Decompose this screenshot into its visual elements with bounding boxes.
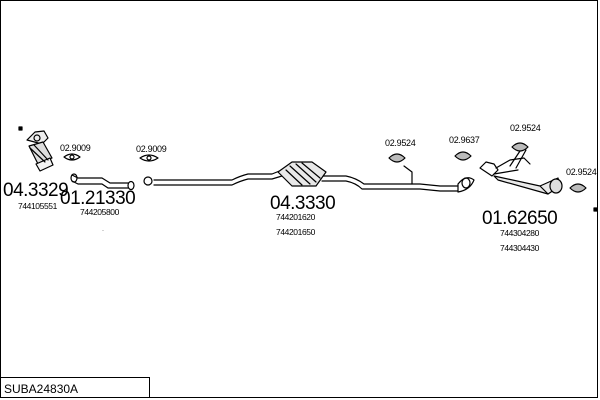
joint-ring bbox=[143, 176, 153, 186]
center-catalytic-converter bbox=[277, 161, 327, 187]
reference-number: 744201620 bbox=[276, 212, 315, 222]
fitting-label: 02.9524 bbox=[510, 123, 541, 133]
dot-mark: · bbox=[102, 228, 104, 234]
reference-number: 744304430 bbox=[500, 243, 539, 253]
diagram-title-box: SUBA24830A bbox=[0, 377, 150, 398]
reference-number: 744205800 bbox=[80, 207, 119, 217]
fitting-label: 02.9009 bbox=[136, 144, 167, 154]
intermediate-pipe bbox=[153, 169, 459, 192]
fitting-label: 02.9524 bbox=[566, 167, 597, 177]
rear-muffler bbox=[479, 147, 563, 195]
fitting-label: 02.9637 bbox=[449, 135, 480, 145]
gasket-02-9009-a bbox=[63, 153, 81, 161]
hanger-bracket bbox=[403, 165, 413, 185]
reference-number: 744201650 bbox=[276, 227, 315, 237]
fitting-label: 02.9009 bbox=[60, 143, 91, 153]
rubber-mount-02-9524-a bbox=[388, 153, 406, 163]
rubber-mount-02-9637 bbox=[454, 151, 472, 161]
part-number-label: 01.21330 bbox=[60, 188, 136, 209]
fitting-label: 02.9524 bbox=[385, 138, 416, 148]
front-pipe bbox=[70, 173, 135, 191]
reference-number: 744105551 bbox=[18, 201, 57, 211]
diagram-title: SUBA24830A bbox=[4, 382, 79, 396]
front-catalytic-converter bbox=[26, 130, 54, 172]
part-number-label: 04.3330 bbox=[270, 193, 336, 214]
part-number-label: 04.3329 bbox=[3, 180, 69, 201]
reference-number: 744304280 bbox=[500, 228, 539, 238]
rear-joint bbox=[457, 177, 475, 193]
rubber-mount-02-9524-b bbox=[511, 142, 529, 152]
marker-square bbox=[18, 126, 23, 131]
marker-square bbox=[593, 207, 598, 212]
part-number-label: 01.62650 bbox=[482, 208, 558, 229]
gasket-02-9009-b bbox=[139, 154, 159, 162]
rubber-mount-02-9524-c bbox=[569, 183, 587, 193]
